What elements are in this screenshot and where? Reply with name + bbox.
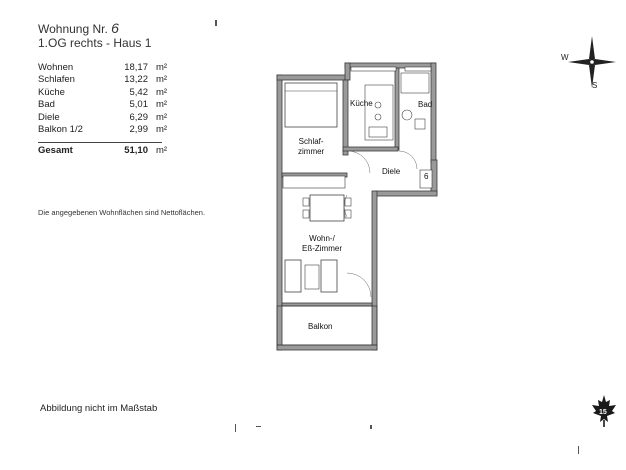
- total-unit: m²: [156, 145, 168, 157]
- area-name: Bad: [38, 99, 55, 111]
- area-name: Küche: [38, 86, 65, 98]
- area-name: Wohnen: [38, 62, 74, 73]
- table-row: Küche 5,42 m²: [38, 87, 178, 99]
- area-value: 6,29: [129, 111, 149, 123]
- total-name: Gesamt: [38, 145, 73, 157]
- table-row: Wohnen 18,17 m²: [38, 62, 178, 74]
- area-value: 18,17: [124, 62, 148, 73]
- table-row: Bad 5,01 m²: [38, 99, 178, 111]
- scan-mark: [235, 424, 236, 432]
- area-name: Schlafen: [38, 74, 75, 86]
- table-row: Schlafen 13,22 m²: [38, 74, 178, 86]
- apartment-title-prefix: Wohnung Nr.: [38, 22, 108, 36]
- room-label-wohnzimmer: Wohn-/ Eß-Zimmer: [302, 234, 342, 253]
- area-unit: m²: [156, 99, 168, 111]
- area-value: 2,99: [129, 124, 149, 136]
- compass-south-label: S: [592, 81, 598, 90]
- table-row: Diele 6,29 m²: [38, 112, 178, 124]
- area-name: Balkon 1/2: [38, 124, 83, 136]
- room-label-diele: Diele: [382, 167, 401, 176]
- total-value: 51,10: [124, 145, 148, 157]
- scan-mark: [256, 426, 261, 427]
- area-unit: m²: [156, 111, 168, 123]
- apartment-title: Wohnung Nr. 6: [38, 20, 119, 36]
- area-unit: m²: [156, 124, 168, 136]
- area-value: 5,01: [129, 99, 149, 111]
- table-row: Balkon 1/2 2,99 m²: [38, 124, 178, 136]
- compass-icon: [568, 36, 616, 88]
- scan-mark: [578, 446, 579, 454]
- total-divider: [38, 142, 162, 143]
- room-label-kueche: Küche: [350, 99, 373, 108]
- scan-mark: [215, 20, 217, 26]
- total-row: Gesamt 51,10 m²: [38, 136, 178, 157]
- room-label-bad: Bad: [418, 100, 433, 109]
- apartment-location: 1.OG rechts - Haus 1: [38, 36, 152, 50]
- area-unit: m²: [156, 62, 168, 73]
- floor-plan: [276, 62, 438, 351]
- logo-number: 15: [599, 409, 607, 416]
- room-label-schlafzimmer: Schlaf- zimmer: [298, 137, 325, 156]
- room-number-diele: 6: [424, 172, 429, 181]
- apartment-number: 6: [111, 20, 119, 36]
- compass-west-label: W: [561, 53, 569, 62]
- room-label-balkon: Balkon: [308, 322, 333, 331]
- area-value: 5,42: [129, 86, 149, 98]
- scale-note: Abbildung nicht im Maßstab: [40, 403, 158, 414]
- area-table: Wohnen 18,17 m² Schlafen 13,22 m² Küche …: [38, 62, 178, 158]
- area-unit: m²: [156, 74, 168, 86]
- area-name: Diele: [38, 111, 60, 123]
- area-unit: m²: [156, 86, 168, 98]
- area-value: 13,22: [124, 74, 148, 86]
- maple-leaf-icon: [592, 395, 616, 427]
- scan-mark: [370, 425, 372, 429]
- area-note: Die angegebenen Wohnflächen sind Nettofl…: [38, 208, 206, 217]
